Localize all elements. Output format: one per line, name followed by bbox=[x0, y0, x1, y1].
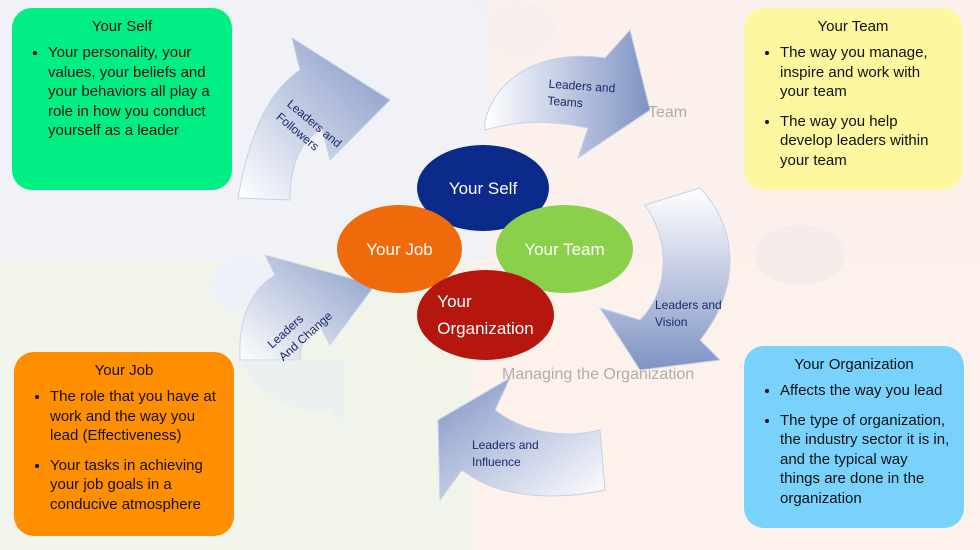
box-your-team: Your Team The way you manage, inspire an… bbox=[744, 8, 962, 190]
box-self-title: Your Self bbox=[91, 18, 153, 35]
arrow-label-vision-line2: Vision bbox=[655, 315, 688, 329]
box-job-bullet: Your tasks in achieving your job goals i… bbox=[50, 456, 220, 515]
ellipse-org-label-line2: Organization bbox=[437, 319, 534, 338]
ellipse-org-label-line1: Your bbox=[437, 292, 472, 311]
box-org-bullet: Affects the way you lead bbox=[780, 381, 950, 401]
arrow-label-vision: Leaders and Vision bbox=[655, 297, 722, 331]
arrow-label-vision-line1: Leaders and bbox=[655, 298, 722, 312]
ellipse-your-job: Your Job bbox=[337, 205, 462, 293]
arrow-teams bbox=[484, 28, 651, 160]
ellipse-job-label: Your Job bbox=[366, 239, 433, 259]
box-your-job: Your Job The role that you have at work … bbox=[14, 352, 234, 536]
box-team-bullet: The way you help develop leaders within … bbox=[780, 112, 948, 171]
box-job-bullet: The role that you have at work and the w… bbox=[50, 387, 220, 446]
arrow-label-influence-line2: Influence bbox=[472, 455, 521, 469]
ghost-label-team: Team bbox=[648, 104, 688, 121]
box-self-bullet: Your personality, your values, your beli… bbox=[48, 43, 218, 141]
arrow-vision bbox=[598, 187, 731, 371]
box-your-self: Your Self Your personality, your values,… bbox=[12, 8, 232, 190]
box-team-bullet: The way you manage, inspire and work wit… bbox=[780, 43, 948, 102]
ellipse-self-label: Your Self bbox=[448, 178, 518, 198]
arrow-change bbox=[239, 254, 376, 361]
box-team-title: Your Team bbox=[817, 18, 889, 35]
box-org-bullet: The type of organization, the industry s… bbox=[780, 411, 950, 509]
arrow-label-influence-line1: Leaders and bbox=[472, 438, 539, 452]
arrow-label-influence: Leaders and Influence bbox=[472, 437, 539, 471]
ghost-label-organization: Managing the Organization bbox=[502, 366, 695, 383]
box-your-organization: Your Organization Affects the way you le… bbox=[744, 346, 964, 528]
arrow-followers bbox=[237, 36, 391, 201]
arrow-label-teams: Leaders and Teams bbox=[547, 76, 616, 115]
ellipse-your-organization: Your Organization bbox=[417, 270, 554, 360]
arrow-influence bbox=[437, 376, 606, 502]
ellipse-team-label: Your Team bbox=[524, 239, 605, 259]
box-org-title: Your Organization bbox=[794, 356, 914, 373]
box-job-title: Your Job bbox=[94, 362, 154, 379]
